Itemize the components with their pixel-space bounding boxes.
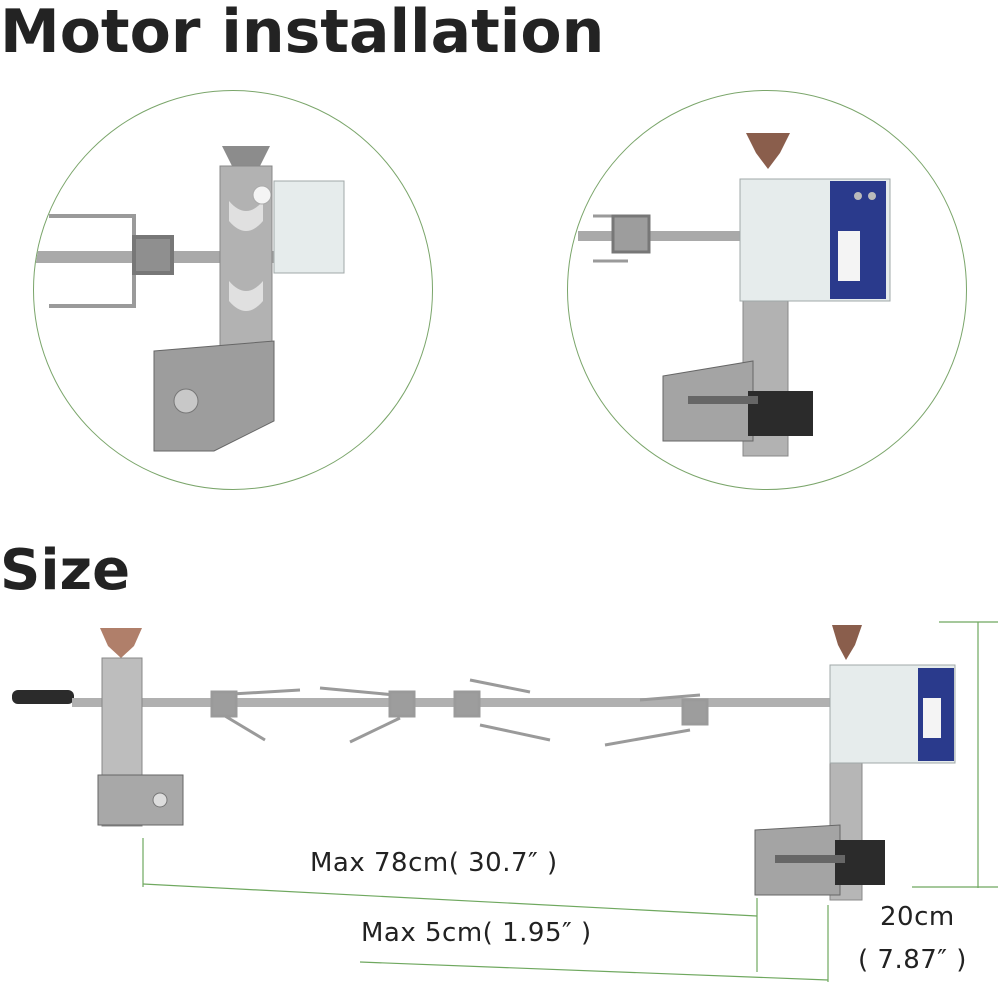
rotisserie-assembly-drawing: [12, 621, 998, 982]
motor-installation-left-view: [33, 90, 433, 490]
spit-rod-icon: [72, 698, 832, 707]
handle-icon: [12, 690, 74, 704]
motor-side-view-illustration: [34, 146, 345, 452]
rotisserie-motor-icon: [739, 178, 891, 302]
left-mounting-bracket: [97, 628, 184, 827]
max-width-label: Max 5cm( 1.95″ ): [361, 918, 592, 948]
size-heading: Size: [0, 538, 131, 603]
max-length-label: Max 78cm( 30.7″ ): [310, 848, 558, 878]
motor-installation-heading: Motor installation: [0, 0, 605, 67]
height-inch-label: ( 7.87″ ): [858, 945, 967, 975]
mounting-bracket-icon: [662, 133, 813, 457]
meat-fork-icon: [593, 214, 651, 263]
meat-fork-icon: [49, 214, 174, 308]
height-cm-label: 20cm: [880, 902, 955, 932]
rotisserie-motor-icon: [829, 664, 956, 764]
motor-installation-right-view: [567, 90, 967, 490]
rotisserie-motor-icon: [252, 180, 345, 274]
meat-fork-icon: [210, 678, 709, 747]
motor-front-view-illustration: [578, 133, 891, 457]
dimension-lines: [142, 621, 998, 982]
rotisserie-size-illustration: [0, 600, 1000, 999]
right-mounting-bracket: [754, 625, 885, 901]
spit-rod-icon: [578, 231, 748, 241]
